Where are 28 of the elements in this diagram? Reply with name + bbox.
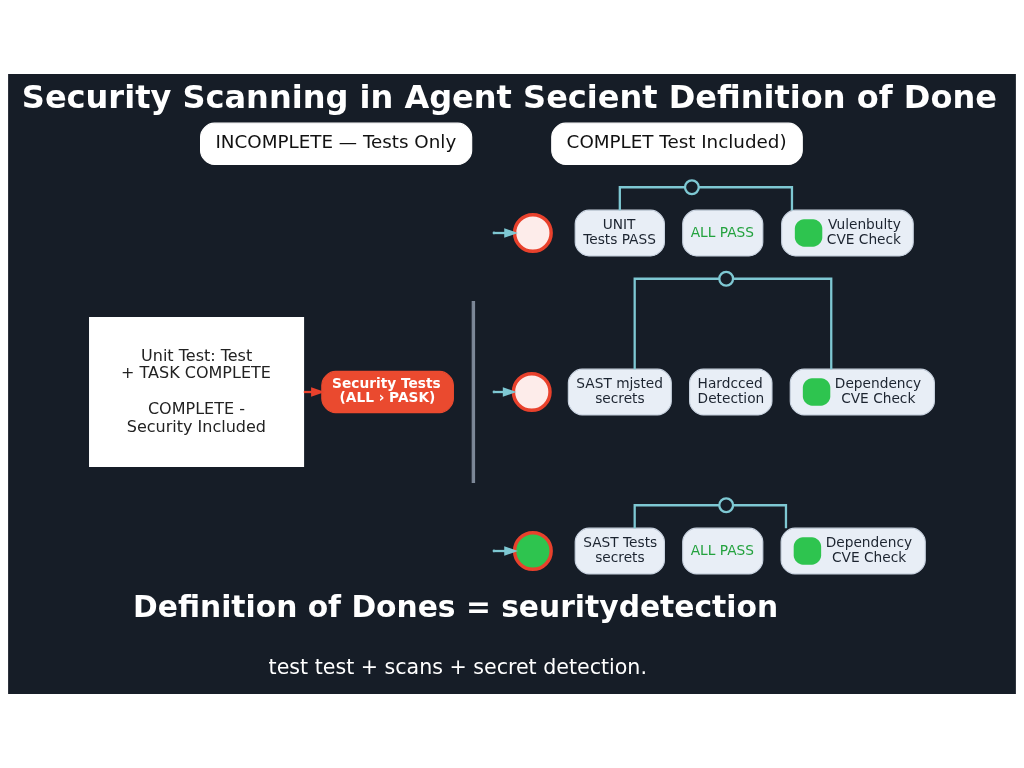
connector xyxy=(733,277,833,370)
connector xyxy=(633,504,720,529)
node-box: ALL PASS xyxy=(682,209,764,257)
node-box: Vulenbulty CVE Check xyxy=(781,209,914,257)
node-box: COMPLET Test Included) xyxy=(551,122,803,165)
node-box: SAST mjsted secrets xyxy=(567,368,672,416)
node-box: UNIT Tests PASS xyxy=(574,209,665,257)
node-box: SAST Tests secrets xyxy=(574,527,665,575)
label: test test + scans + secret detection. xyxy=(268,654,647,679)
caption: Definition of Dones = seuritydetection xyxy=(133,589,779,625)
node-circle xyxy=(718,497,735,514)
node-box: INCOMPLETE — Tests Only xyxy=(200,122,473,165)
node-circle xyxy=(512,213,553,254)
node-box: Dependency CVE Check xyxy=(780,527,926,575)
node-box: Dependency CVE Check xyxy=(789,368,935,416)
node-box: Security Tests (ALL › PASK) xyxy=(321,370,454,414)
node-circle xyxy=(718,270,735,287)
node-circle xyxy=(511,372,552,413)
node-circle xyxy=(683,179,700,196)
node-box: Unit Test: Test + TASK COMPLETE COMPLETE - Security Included xyxy=(89,317,305,467)
node-box: Hardcced Detection xyxy=(689,368,773,416)
connector xyxy=(698,186,794,211)
connector xyxy=(633,277,720,370)
node-circle xyxy=(512,531,553,572)
diagram-title: Security Scanning in Agent Secient Definition of Done xyxy=(21,77,997,116)
connector xyxy=(618,186,685,211)
connector xyxy=(733,504,788,529)
node-box: ALL PASS xyxy=(682,527,764,575)
